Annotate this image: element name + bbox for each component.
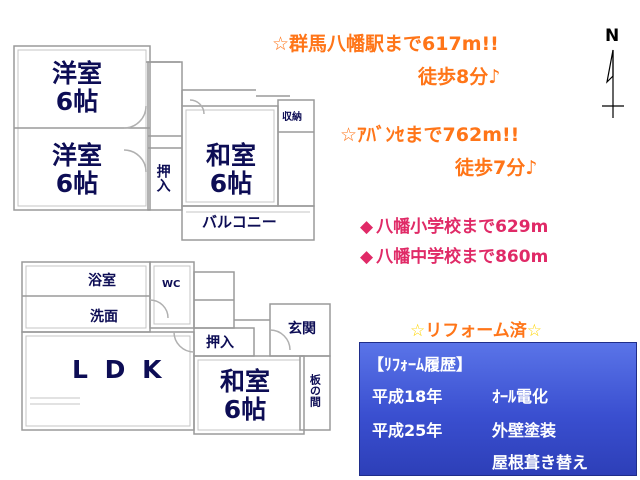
lower-room-label: 和室 6帖 bbox=[220, 368, 270, 424]
junior-high-distance: ◆八幡中学校まで860m bbox=[360, 242, 548, 267]
reform-heading-text: リフォーム済 bbox=[425, 321, 527, 341]
upper-balcony-label: バルコニー bbox=[202, 213, 277, 231]
upper-room1-label: 洋室 6帖 bbox=[52, 60, 102, 116]
upper-room2-size: 6帖 bbox=[55, 169, 99, 198]
lower-wc-label: WC bbox=[162, 279, 181, 290]
upper-room1-type: 洋室 bbox=[52, 59, 103, 88]
station-distance: ☆群馬八幡駅まで617m!! bbox=[272, 33, 499, 55]
reform-history-box: 【ﾘﾌｫｰﾑ履歴】 平成18年 ｵｰﾙ電化 平成25年 外壁塗装 屋根葺き替え bbox=[359, 342, 637, 476]
lower-entrance-label: 玄関 bbox=[288, 321, 316, 337]
supermarket-walk-time: 徒歩7分♪ bbox=[455, 157, 538, 179]
diamond-bullet-icon: ◆ bbox=[360, 217, 374, 237]
elementary-school-text: 八幡小学校まで629m bbox=[376, 217, 549, 237]
star-icon: ☆ bbox=[410, 321, 426, 341]
junior-high-text: 八幡中学校まで860m bbox=[376, 247, 549, 267]
upper-room2-label: 洋室 6帖 bbox=[52, 142, 102, 198]
upper-room1-size: 6帖 bbox=[55, 87, 99, 116]
supermarket-distance: ☆ｱﾊﾞﾝｾまで762m!! bbox=[340, 124, 520, 146]
upper-storage-label: 収納 bbox=[282, 112, 302, 123]
station-walk-time: 徒歩8分♪ bbox=[418, 66, 501, 88]
reform-row-work: 屋根葺き替え bbox=[492, 453, 589, 472]
elementary-school-distance: ◆八幡小学校まで629m bbox=[360, 212, 548, 237]
lower-ldk-label: L D K bbox=[72, 355, 166, 384]
reform-row-year: 平成25年 bbox=[372, 421, 443, 440]
floor-plan-drawing bbox=[13, 45, 331, 435]
reform-row-year: 平成18年 bbox=[372, 387, 443, 406]
lower-washroom-label: 洗面 bbox=[90, 309, 118, 325]
reform-heading: ☆リフォーム済☆ bbox=[410, 316, 542, 341]
upper-closet-label: 押入 bbox=[154, 164, 171, 192]
lower-closet-label: 押入 bbox=[206, 335, 234, 351]
upper-room2-type: 洋室 bbox=[52, 141, 103, 170]
diamond-bullet-icon: ◆ bbox=[360, 247, 374, 267]
reform-row-work: ｵｰﾙ電化 bbox=[492, 387, 549, 406]
reform-history-title: 【ﾘﾌｫｰﾑ履歴】 bbox=[368, 355, 473, 374]
lower-bath-label: 浴室 bbox=[88, 273, 116, 289]
north-compass-icon: N bbox=[602, 26, 624, 118]
upper-room3-type: 和室 bbox=[206, 141, 257, 170]
upper-room3-size: 6帖 bbox=[209, 169, 253, 198]
lower-room-size: 6帖 bbox=[223, 395, 267, 424]
lower-room-type: 和室 bbox=[220, 367, 271, 396]
reform-row-work: 外壁塗装 bbox=[492, 421, 557, 440]
upper-room3-label: 和室 6帖 bbox=[206, 142, 256, 198]
compass-label: N bbox=[605, 26, 619, 46]
star-icon: ☆ bbox=[526, 321, 542, 341]
lower-wood-floor-label: 板の間 bbox=[308, 374, 322, 407]
